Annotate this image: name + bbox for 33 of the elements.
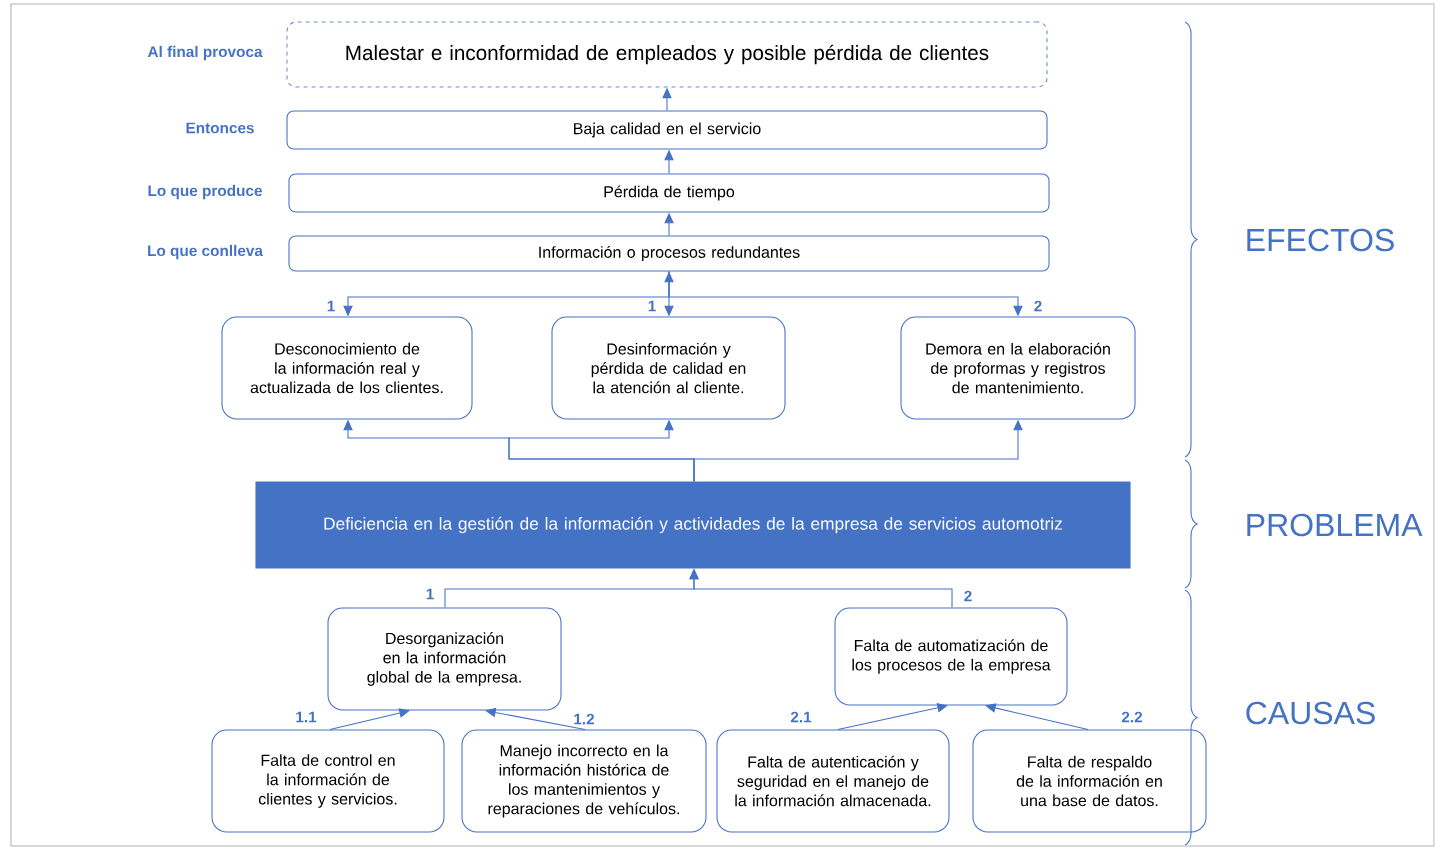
cause-effect-box: Falta de respaldo de la información en una base de datos. xyxy=(972,729,1207,833)
effect-box: Baja calidad en el servicio xyxy=(286,110,1048,150)
edge-label: 1 xyxy=(327,300,335,312)
arrow xyxy=(485,707,586,730)
row-label: Entonces xyxy=(186,122,254,134)
row-label: Al final provoca xyxy=(147,45,263,61)
cause-effect-box: Falta de control en la información de clientes y servicios. xyxy=(211,729,445,833)
edge-label: 2 xyxy=(1034,300,1042,312)
effect-box: Malestar e inconformidad de empleados y posible pérdida de clientes xyxy=(286,21,1048,88)
edge-label: 2.1 xyxy=(790,711,812,723)
arrow xyxy=(837,703,948,730)
edge-label: 2 xyxy=(964,590,972,602)
section-label: EFECTOS xyxy=(1247,228,1394,252)
problem-box: Deficiencia en la gestión de la información y actividades de la empresa de servicios automotriz xyxy=(255,481,1131,569)
row-label: Lo que produce xyxy=(148,184,262,200)
row-label: Lo que conlleva xyxy=(148,244,264,260)
edge-label: 1 xyxy=(648,300,656,312)
effect-box: Información o procesos redundantes xyxy=(288,235,1050,272)
edge-label: 1.1 xyxy=(296,711,317,723)
section-label: PROBLEMA xyxy=(1247,513,1423,537)
cause-effect-box: Falta de autenticación y seguridad en el manejo de la información almacenada. xyxy=(716,729,950,833)
edge-label: 1.2 xyxy=(574,713,595,725)
cause-effect-box: Desorganización en la información global de la empresa. xyxy=(327,607,562,711)
edge-label: 1 xyxy=(426,588,434,600)
cause-effect-box: Desinformación y pérdida de calidad en la atención al cliente. xyxy=(551,316,786,420)
edge-label: 2.2 xyxy=(1121,711,1143,723)
arrow xyxy=(985,703,1089,730)
cause-effect-box: Desconocimiento de la información real y actualizada de los clientes. xyxy=(221,316,473,420)
cause-effect-box: Demora en la elaboración de proformas y registros de mantenimiento. xyxy=(900,316,1136,420)
cause-effect-box: Falta de automatización de los procesos de la empresa xyxy=(834,607,1068,706)
section-label: CAUSAS xyxy=(1246,701,1375,725)
effect-box: Pérdida de tiempo xyxy=(288,173,1050,213)
cause-effect-box: Manejo incorrecto en la información histórica de los mantenimientos y reparaciones de vehículos. xyxy=(461,729,707,833)
